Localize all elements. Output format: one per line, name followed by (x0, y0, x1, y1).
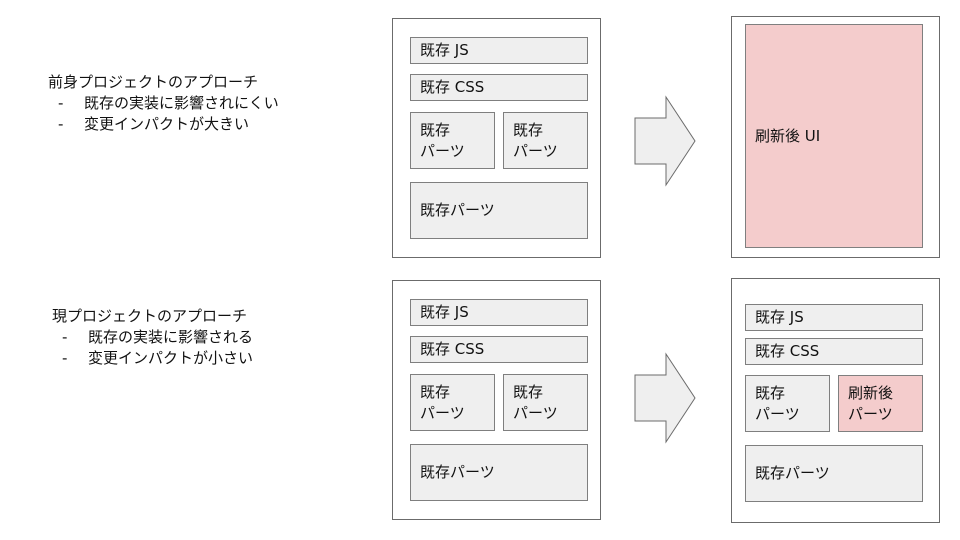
existing-css-box: 既存 CSS (745, 338, 923, 365)
existing-js-box: 既存 JS (410, 37, 588, 64)
current-approach-bullet-1: 既存の実装に影響される (88, 328, 254, 346)
current-after-frame: 既存 JS 既存 CSS 既存 パーツ 刷新後 パーツ 既存パーツ (731, 278, 940, 523)
prev-approach-text: 前身プロジェクトのアプローチ - 既存の実装に影響されにくい - 変更インパクトが大… (48, 72, 279, 135)
bullet-marker: - (62, 349, 68, 367)
renewed-ui-box: 刷新後 UI (745, 24, 923, 248)
arrow-right-icon (634, 352, 696, 444)
bullet-marker: - (58, 115, 64, 133)
renewed-part-box: 刷新後 パーツ (838, 375, 923, 432)
current-approach-bullet: - 変更インパクトが小さい (52, 348, 253, 369)
existing-css-box: 既存 CSS (410, 336, 588, 363)
existing-part-wide-box: 既存パーツ (410, 444, 588, 501)
existing-part-box: 既存 パーツ (410, 112, 495, 169)
existing-part-box: 既存 パーツ (503, 112, 588, 169)
current-approach-text: 現プロジェクトのアプローチ - 既存の実装に影響される - 変更インパクトが小さい (52, 306, 253, 369)
existing-part-wide-box: 既存パーツ (410, 182, 588, 239)
existing-css-box: 既存 CSS (410, 74, 588, 101)
current-approach-heading: 現プロジェクトのアプローチ (52, 307, 248, 325)
prev-approach-heading: 前身プロジェクトのアプローチ (48, 73, 259, 91)
existing-part-box: 既存 パーツ (503, 374, 588, 431)
prev-after-frame: 刷新後 UI (731, 16, 940, 258)
prev-approach-bullet-2: 変更インパクトが大きい (84, 115, 250, 133)
existing-js-box: 既存 JS (745, 304, 923, 331)
existing-js-box: 既存 JS (410, 299, 588, 326)
prev-approach-bullet-1: 既存の実装に影響されにくい (84, 94, 279, 112)
current-approach-bullet-2: 変更インパクトが小さい (88, 349, 254, 367)
prev-approach-bullet: - 既存の実装に影響されにくい (48, 93, 279, 114)
existing-part-box: 既存 パーツ (410, 374, 495, 431)
arrow-right-icon (634, 95, 696, 187)
prev-before-frame: 既存 JS 既存 CSS 既存 パーツ 既存 パーツ 既存パーツ (392, 18, 601, 258)
bullet-marker: - (58, 94, 64, 112)
prev-approach-bullet: - 変更インパクトが大きい (48, 114, 279, 135)
current-approach-bullet: - 既存の実装に影響される (52, 327, 253, 348)
bullet-marker: - (62, 328, 68, 346)
existing-part-wide-box: 既存パーツ (745, 445, 923, 502)
existing-part-box: 既存 パーツ (745, 375, 830, 432)
current-before-frame: 既存 JS 既存 CSS 既存 パーツ 既存 パーツ 既存パーツ (392, 280, 601, 520)
